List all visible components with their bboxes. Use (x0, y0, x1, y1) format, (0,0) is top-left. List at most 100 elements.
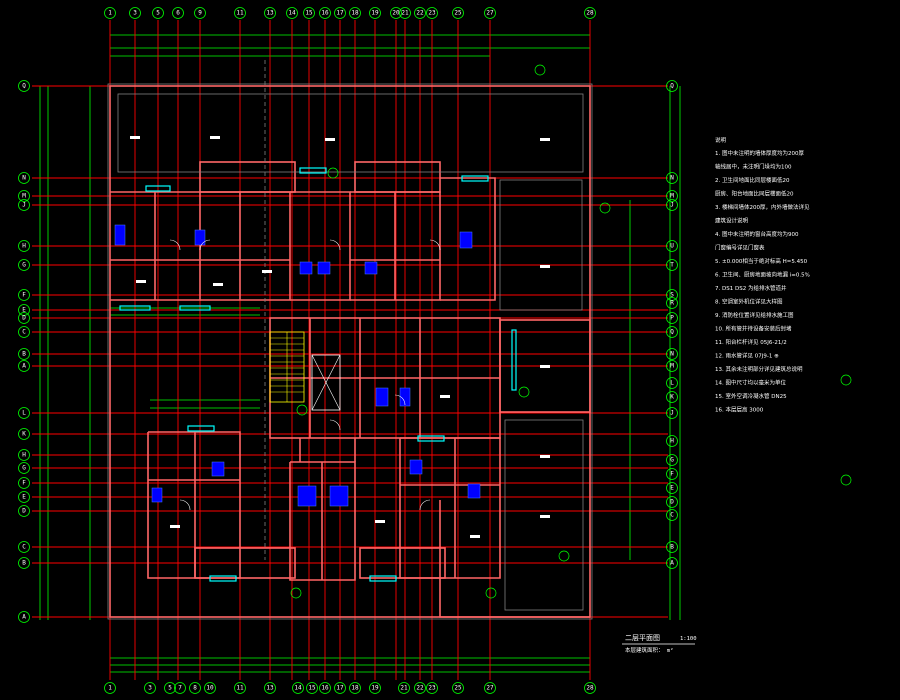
axis-bubble (484, 682, 496, 694)
axis-label: J (670, 202, 674, 209)
axis-label: M (22, 193, 26, 200)
axis-bubble (18, 541, 30, 553)
axis-bubble (666, 348, 678, 360)
axis-label: G (22, 262, 26, 269)
axis-label: N (670, 175, 674, 182)
note-line: 14. 图中尺寸均以毫米为单位 (715, 379, 786, 387)
axis-bubble (306, 682, 318, 694)
axis-bubble (292, 682, 304, 694)
axis-label: 25 (454, 685, 462, 692)
axis-bubble (286, 7, 298, 19)
axis-label: H (670, 438, 674, 445)
note-line: 12. 雨水管详见 07J9-1 ⊕ (715, 352, 779, 360)
axis-label: 17 (336, 685, 344, 692)
axis-bubble (349, 682, 361, 694)
note-line: 10. 所有管井待设备安装后封堵 (715, 325, 792, 333)
axis-label: N (22, 175, 26, 182)
axis-label: A (22, 614, 26, 621)
axis-label: 28 (586, 10, 594, 17)
axis-label: M (670, 193, 674, 200)
note-line: 建筑设计说明 (715, 217, 749, 225)
axis-label: 27 (486, 10, 494, 17)
axis-bubble (390, 7, 402, 19)
axis-label: G (22, 465, 26, 472)
room-label-marks (130, 136, 550, 538)
axis-bubble (666, 509, 678, 521)
axis-bubble (164, 682, 176, 694)
axis-label: 16 (321, 685, 329, 692)
axis-label: Q (670, 83, 674, 90)
note-line: 7. DS1 DS2 为给排水管道井 (715, 284, 787, 292)
axis-bubble (666, 541, 678, 553)
axis-label: 11 (236, 10, 244, 17)
axis-bubble (18, 428, 30, 440)
axis-bubble (666, 360, 678, 372)
axis-label: H (22, 243, 26, 250)
axis-bubble (18, 449, 30, 461)
note-line: 轴线居中，未注明门垛均为100 (715, 163, 792, 171)
axis-bubble (666, 407, 678, 419)
axis-bubble (666, 435, 678, 447)
axis-label: D (670, 499, 674, 506)
axis-bubble (18, 407, 30, 419)
axis-bubble (18, 240, 30, 252)
axis-label: 25 (454, 10, 462, 17)
axis-label: F (670, 471, 674, 478)
axis-label: N (670, 351, 674, 358)
axis-bubble (452, 7, 464, 19)
axis-label: P (670, 315, 674, 322)
axis-label: 8 (193, 685, 197, 692)
axis-label: B (22, 560, 26, 567)
axis-bubble (18, 172, 30, 184)
axis-label: 27 (486, 685, 494, 692)
axis-label: 14 (294, 685, 302, 692)
axis-bubble (18, 462, 30, 474)
axis-bubble (104, 7, 116, 19)
axis-bubble (666, 468, 678, 480)
axis-bubble (18, 557, 30, 569)
axis-bubble (369, 7, 381, 19)
axis-label: 18 (351, 685, 359, 692)
axis-bubble (264, 7, 276, 19)
axis-label: 9 (198, 10, 202, 17)
axis-bubble (104, 682, 116, 694)
axis-bubble (172, 7, 184, 19)
axis-label: E (22, 494, 26, 501)
axis-bubble (666, 391, 678, 403)
axis-bubble (334, 7, 346, 19)
axis-bubble (666, 199, 678, 211)
note-line: 2. 卫生间地面比同层楼面低20 (715, 176, 790, 184)
sanitary-fixtures (114, 224, 481, 507)
axis-label: 3 (148, 685, 152, 692)
axis-label: H (22, 452, 26, 459)
axis-label: 5 (156, 10, 160, 17)
axis-label: 22 (416, 685, 424, 692)
axis-label: T (670, 262, 674, 269)
axis-bubble (426, 682, 438, 694)
axis-label: L (22, 410, 26, 417)
axis-bubble (152, 7, 164, 19)
axis-bubble (18, 80, 30, 92)
axis-label: R (670, 300, 674, 307)
axis-label: K (670, 394, 674, 401)
axis-bubble (18, 289, 30, 301)
axis-label: 23 (428, 10, 436, 17)
axis-label: Q (670, 329, 674, 336)
axis-bubble (666, 496, 678, 508)
axis-bubble (18, 491, 30, 503)
note-line: 11. 阳台栏杆详见 05J6-21/2 (715, 338, 787, 346)
axis-bubble (334, 682, 346, 694)
axis-bubble (174, 682, 186, 694)
axis-bubble (369, 682, 381, 694)
axis-label: K (22, 431, 26, 438)
axis-label: E (22, 307, 26, 314)
axis-bubble (18, 348, 30, 360)
note-line: 8. 空调室外机位详见大样图 (715, 298, 783, 306)
axis-label: Q (22, 83, 26, 90)
note-line: 6. 卫生间、厨房地面坡向地漏 i=0.5% (715, 271, 810, 279)
axis-label: 22 (416, 10, 424, 17)
note-line: 4. 图中未注明的窗台高度均为900 (715, 230, 799, 238)
